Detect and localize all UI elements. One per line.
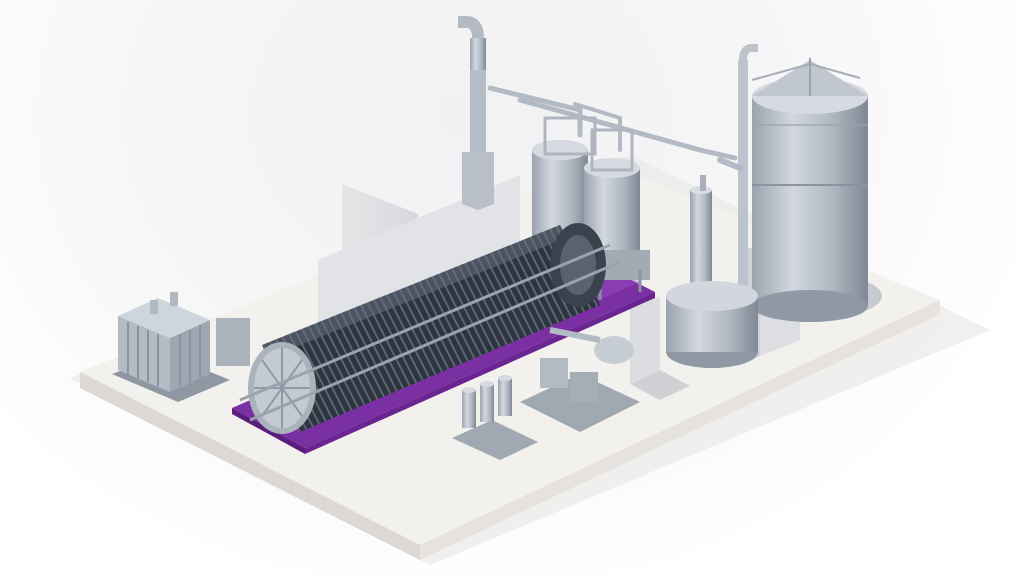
- process-tank: [666, 281, 758, 368]
- distillation-column: [690, 175, 712, 285]
- pump-skid: [520, 327, 640, 432]
- overhead-pipes: [487, 85, 743, 171]
- exhaust-stack: [458, 16, 494, 210]
- transformer-unit: [112, 292, 250, 402]
- filter-bank: [452, 375, 538, 460]
- main-coil-drum: [239, 223, 621, 434]
- storage-silo: [738, 44, 882, 322]
